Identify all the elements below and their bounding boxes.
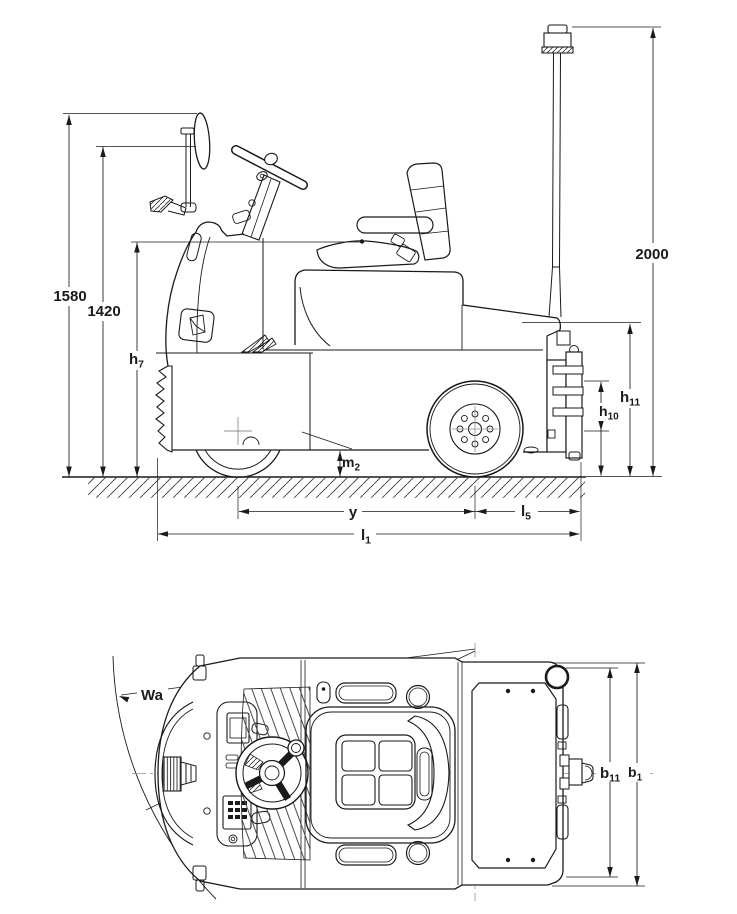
- tow-hitch-top: [559, 754, 594, 790]
- ground: [62, 476, 662, 498]
- body-outline-top: [157, 657, 564, 890]
- screw-icon: [203, 807, 211, 815]
- beacon-mast-base: [544, 664, 570, 690]
- hitch-bar: [565, 351, 583, 459]
- seat-cushion-quad: [341, 740, 376, 772]
- tow-hitch: [546, 351, 584, 461]
- steering-column: [232, 174, 281, 241]
- top-view: Wa b11 b1: [112, 643, 656, 901]
- dim-label-m2: m2: [342, 454, 360, 474]
- seat-backrest: [406, 162, 451, 261]
- dim-label-h7: h7: [129, 351, 144, 371]
- dim-label-wa: Wa: [141, 687, 164, 704]
- driver-seat-top: [305, 706, 456, 844]
- mirror-top-left: [192, 654, 207, 681]
- rear-wheel: [426, 380, 524, 478]
- dimension-arrows-side: [66, 28, 656, 537]
- dim-label-2000: 2000: [635, 246, 668, 263]
- dim-label-l5: l5: [521, 503, 531, 523]
- dimensions-top: Wa b11 b1: [137, 662, 647, 887]
- mirror-glass: [193, 112, 211, 170]
- engine-hood: [294, 269, 562, 350]
- rear-fittings-top: [556, 704, 569, 840]
- tractor-body-side: [149, 112, 584, 478]
- front-cowl: [165, 221, 245, 367]
- tractor-body-top: [154, 654, 594, 892]
- screw-icon: [203, 732, 211, 740]
- hitch-pin-3: [552, 407, 584, 417]
- deck-fittings: [316, 681, 431, 866]
- dim-label-b11: b11: [600, 765, 620, 785]
- seat-belt-buckle: [390, 233, 405, 248]
- front-bumper-top: [154, 701, 194, 846]
- steering-wheel-side: [231, 145, 308, 190]
- steering-knob: [287, 739, 305, 757]
- h7-reference-dot: [359, 239, 365, 244]
- rear-rim: [449, 403, 501, 455]
- accelerator-pedal: [240, 334, 277, 353]
- side-view: 1580 1420 2000 h7 h11 h10 m2 y l5 l1: [53, 24, 671, 547]
- front-wheel: [195, 417, 281, 478]
- dim-label-b1: b1: [628, 764, 643, 784]
- dim-label-h11: h11: [620, 389, 640, 409]
- dim-label-y: y: [349, 504, 358, 521]
- seat-cushion-quad: [341, 774, 376, 806]
- front-coupling: [162, 756, 197, 792]
- rear-deck-plate: [471, 682, 557, 869]
- driver-seat-side: [316, 162, 451, 269]
- dimensions-side: 1580 1420 2000 h7 h11 h10 m2 y l5 l1: [53, 26, 671, 547]
- dim-label-h10: h10: [599, 403, 619, 423]
- steering-wheel-top: [235, 736, 309, 810]
- seat-armrest: [356, 216, 434, 234]
- front-latch: [178, 308, 215, 343]
- ground-hatching: [88, 477, 585, 498]
- mirror-bottom-left: [192, 865, 207, 892]
- beacon-mast: [541, 24, 574, 318]
- hitch-pin-1: [552, 365, 584, 375]
- dim-label-l1: l1: [361, 527, 371, 547]
- hitch-pin-2: [552, 386, 584, 396]
- seat-cushion: [316, 240, 420, 269]
- grab-slot: [186, 232, 202, 262]
- dim-label-1580: 1580: [53, 288, 86, 305]
- rear-view-mirror: [180, 112, 211, 213]
- seat-cushion-quad: [378, 740, 413, 772]
- front-bumper: [155, 365, 173, 453]
- seat-cushion-quad: [378, 774, 413, 806]
- dim-label-1420: 1420: [87, 303, 120, 320]
- seat-backrest-top: [406, 715, 450, 831]
